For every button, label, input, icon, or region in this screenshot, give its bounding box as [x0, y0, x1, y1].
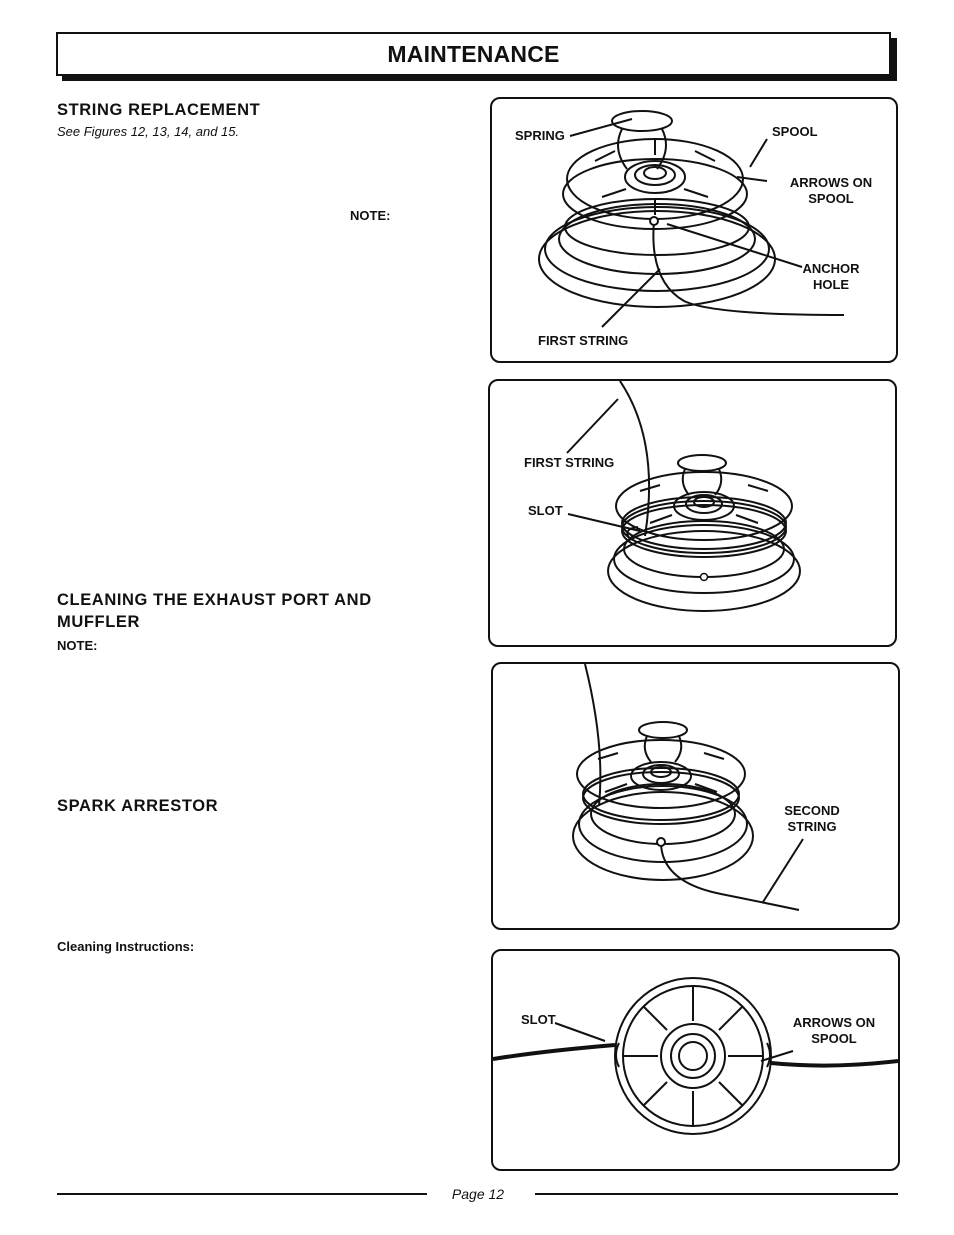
label-second-string: SECOND STRING	[777, 803, 847, 835]
label-spool: SPOOL	[772, 124, 818, 139]
figure-13-drawing	[566, 381, 801, 612]
label-spring: SPRING	[515, 128, 565, 143]
page-title-box: MAINTENANCE	[56, 32, 891, 76]
figure-15-drawing	[493, 977, 898, 1135]
heading-cleaning-exhaust-line1: CLEANING THE EXHAUST PORT AND	[57, 591, 372, 609]
heading-cleaning-exhaust-line2: MUFFLER	[57, 613, 141, 631]
note-label-2: NOTE:	[57, 638, 98, 653]
subtitle-see-figures: See Figures 12, 13, 14, and 15.	[57, 124, 240, 139]
cleaning-instructions-label: Cleaning Instructions:	[57, 939, 195, 954]
heading-string-replacement: STRING REPLACEMENT	[57, 101, 261, 119]
label-slot: SLOT	[521, 1012, 556, 1027]
label-anchor-hole-line1: ANCHOR	[802, 261, 860, 276]
label-second-string-line2: STRING	[787, 819, 837, 834]
heading-spark-arrestor: SPARK ARRESTOR	[57, 797, 219, 815]
note-label-1: NOTE:	[350, 208, 391, 223]
footer-rule-right	[535, 1193, 898, 1195]
figure-12-drawing	[538, 110, 845, 328]
figure-12: SPRING SPOOL ARROWS ON SPOOL ANCHOR HOLE…	[490, 97, 898, 363]
label-arrows-on-spool-line1: ARROWS ON	[792, 1015, 876, 1030]
label-anchor-hole-line2: HOLE	[812, 277, 850, 292]
label-first-string: FIRST STRING	[538, 333, 629, 348]
page-number: Page 12	[451, 1186, 505, 1202]
figure-13: FIRST STRING SLOT	[488, 379, 897, 647]
figure-15: SLOT ARROWS ON SPOOL	[491, 949, 900, 1171]
label-arrows-on-spool: ARROWS ON SPOOL	[788, 175, 874, 207]
label-first-string: FIRST STRING	[524, 455, 615, 470]
figure-14-drawing	[572, 664, 804, 911]
label-arrows-on-spool: ARROWS ON SPOOL	[791, 1015, 877, 1047]
label-arrows-on-spool-line2: SPOOL	[808, 191, 854, 206]
label-arrows-on-spool-line2: SPOOL	[811, 1031, 857, 1046]
label-anchor-hole: ANCHOR HOLE	[798, 261, 864, 293]
label-second-string-line1: SECOND	[784, 803, 840, 818]
footer-rule-left	[57, 1193, 427, 1195]
label-slot: SLOT	[528, 503, 563, 518]
label-arrows-on-spool-line1: ARROWS ON	[789, 175, 873, 190]
figure-14: SECOND STRING	[491, 662, 900, 930]
page-title: MAINTENANCE	[387, 40, 560, 67]
